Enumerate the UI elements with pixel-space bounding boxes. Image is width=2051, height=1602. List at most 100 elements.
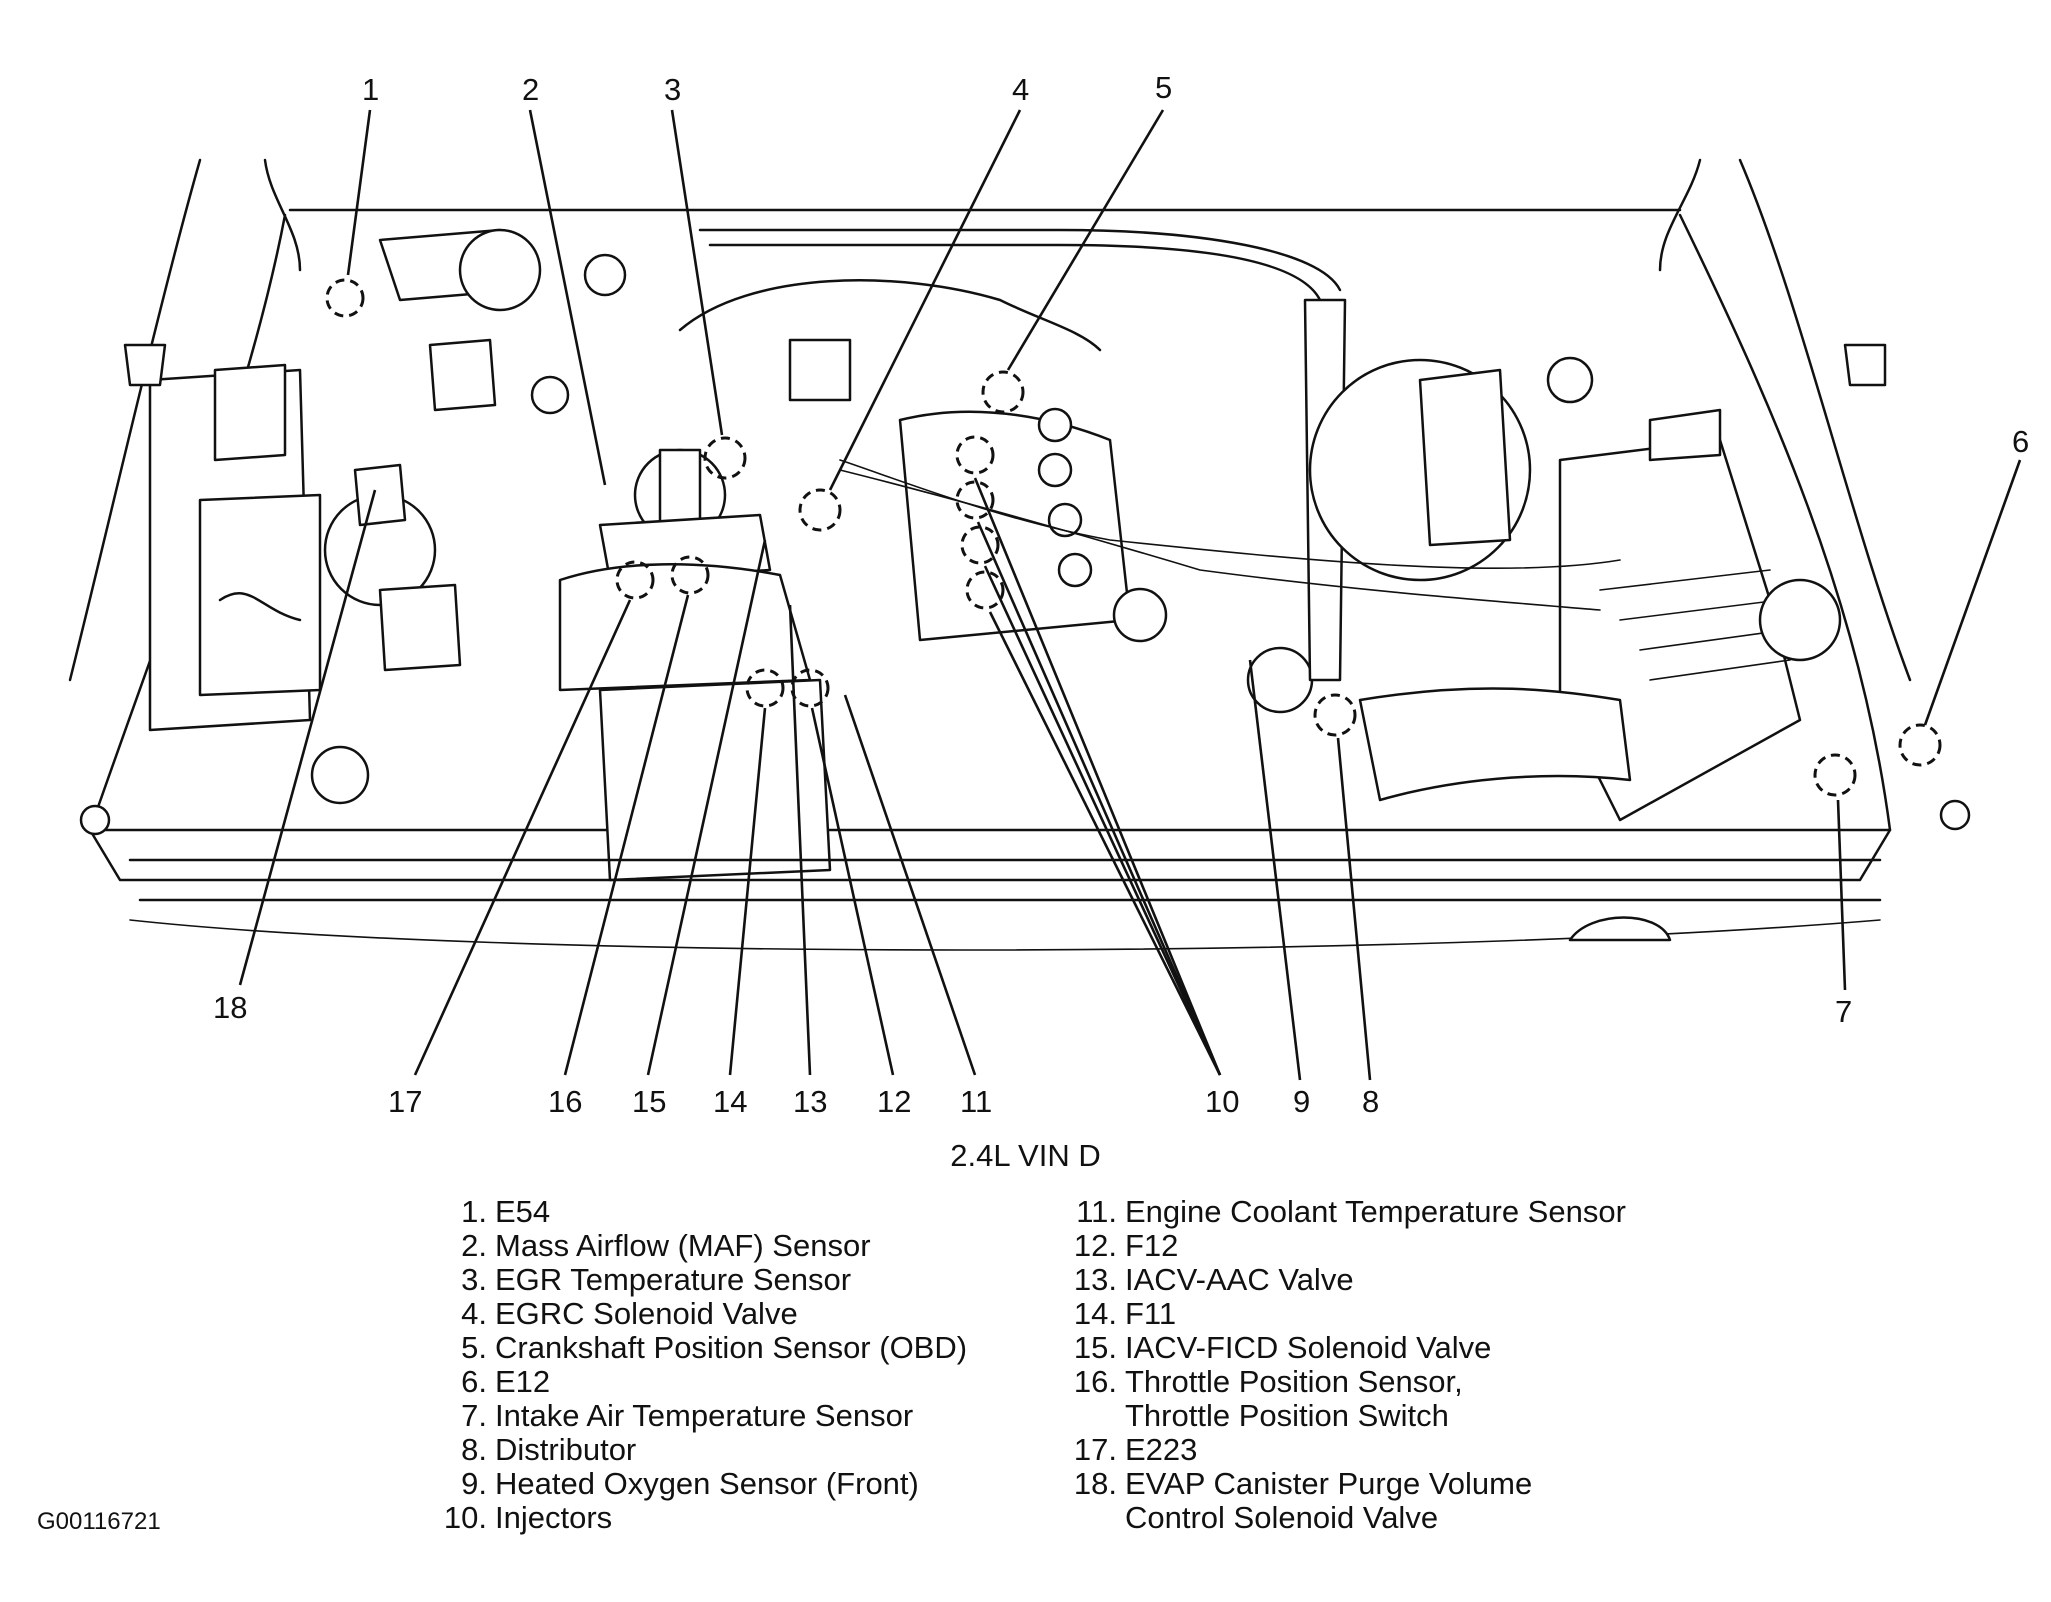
- legend-label: EGRC Solenoid Valve: [495, 1296, 798, 1331]
- legend-number: 16.: [1073, 1364, 1117, 1399]
- image-code: G00116721: [37, 1508, 161, 1535]
- legend-number: 7.: [461, 1398, 487, 1433]
- marker-6: [1898, 723, 1942, 767]
- callout-2: 2: [522, 72, 539, 107]
- legend-number: 10.: [443, 1500, 487, 1535]
- legend-label: Throttle Position Switch: [1125, 1398, 1449, 1433]
- callout-5: 5: [1155, 70, 1172, 105]
- legend-item: 12.F12: [1067, 1229, 1626, 1263]
- marker-7: [1813, 753, 1857, 797]
- legend-label: E223: [1125, 1432, 1198, 1467]
- legend-label: E12: [495, 1364, 551, 1399]
- legend-label: EVAP Canister Purge Volume: [1125, 1466, 1533, 1501]
- marker-12: [790, 668, 830, 708]
- callout-10: 10: [1205, 1084, 1239, 1119]
- legend-right: 11.Engine Coolant Temperature Sensor 12.…: [1067, 1195, 1626, 1535]
- legend-number: 4.: [461, 1296, 487, 1331]
- legend-number: 13.: [1073, 1262, 1117, 1297]
- callout-11: 11: [960, 1084, 992, 1119]
- legend-number: [1067, 1399, 1117, 1433]
- legend-item: 9.Heated Oxygen Sensor (Front): [437, 1467, 967, 1501]
- legend-number: 3.: [461, 1262, 487, 1297]
- diagram-caption: 2.4L VIN D: [950, 1138, 1101, 1173]
- marker-16: [670, 555, 710, 595]
- legend-label: IACV-FICD Solenoid Valve: [1125, 1330, 1492, 1365]
- marker-14: [745, 668, 785, 708]
- marker-5: [981, 370, 1025, 414]
- marker-10a: [955, 435, 995, 475]
- legend-item: 10.Injectors: [437, 1501, 967, 1535]
- legend-number: 9.: [461, 1466, 487, 1501]
- legend-number: 8.: [461, 1432, 487, 1467]
- legend-item: 17.E223: [1067, 1433, 1626, 1467]
- engine-compartment-artwork: [68, 158, 1971, 951]
- callout-markers: [325, 278, 1942, 797]
- legend-item-continued: Throttle Position Switch: [1067, 1399, 1626, 1433]
- marker-4: [798, 488, 842, 532]
- legend-item: 1.E54: [437, 1195, 967, 1229]
- callout-13: 13: [793, 1084, 827, 1119]
- marker-3: [703, 436, 747, 480]
- callout-numbers: 1 2 3 4 5 6 7 8 9 10 11 12 13 14 15 16 1…: [213, 70, 2029, 1119]
- callout-15: 15: [632, 1084, 666, 1119]
- legend-label: Mass Airflow (MAF) Sensor: [495, 1228, 871, 1263]
- legend-item: 15.IACV-FICD Solenoid Valve: [1067, 1331, 1626, 1365]
- legend-label: Crankshaft Position Sensor (OBD): [495, 1330, 968, 1365]
- callout-1: 1: [362, 72, 379, 107]
- marker-17: [615, 560, 655, 600]
- legend-label: IACV-AAC Valve: [1125, 1262, 1354, 1297]
- legend-left: 1.E54 2.Mass Airflow (MAF) Sensor 3.EGR …: [437, 1195, 967, 1535]
- legend-number: 2.: [461, 1228, 487, 1263]
- legend-label: Heated Oxygen Sensor (Front): [495, 1466, 919, 1501]
- legend-item: 6.E12: [437, 1365, 967, 1399]
- legend-item: 5.Crankshaft Position Sensor (OBD): [437, 1331, 967, 1365]
- callout-3: 3: [664, 72, 681, 107]
- legend-item: 11.Engine Coolant Temperature Sensor: [1067, 1195, 1626, 1229]
- legend-number: 5.: [461, 1330, 487, 1365]
- legend-item: 4.EGRC Solenoid Valve: [437, 1297, 967, 1331]
- legend-label: E54: [495, 1194, 551, 1229]
- legend-number: 6.: [461, 1364, 487, 1399]
- legend-item: 2.Mass Airflow (MAF) Sensor: [437, 1229, 967, 1263]
- legend-label: Engine Coolant Temperature Sensor: [1125, 1194, 1626, 1229]
- legend-number: 12.: [1073, 1228, 1117, 1263]
- callout-16: 16: [548, 1084, 582, 1119]
- marker-1: [325, 278, 365, 318]
- legend-item: 13.IACV-AAC Valve: [1067, 1263, 1626, 1297]
- legend-item: 16.Throttle Position Sensor,: [1067, 1365, 1626, 1399]
- legend-label: Control Solenoid Valve: [1125, 1500, 1439, 1535]
- leader-lines: [238, 109, 2022, 1081]
- callout-18: 18: [213, 990, 247, 1025]
- callout-6: 6: [2012, 424, 2029, 459]
- legend-item: 8.Distributor: [437, 1433, 967, 1467]
- legend-label: F11: [1125, 1296, 1177, 1331]
- callout-4: 4: [1012, 72, 1029, 107]
- legend-label: Injectors: [495, 1500, 613, 1535]
- legend-number: 1.: [461, 1194, 487, 1229]
- legend-number: 15.: [1073, 1330, 1117, 1365]
- legend-item: 18.EVAP Canister Purge Volume: [1067, 1467, 1626, 1501]
- legend-number: 11.: [1076, 1194, 1117, 1229]
- legend-label: EGR Temperature Sensor: [495, 1262, 852, 1297]
- legend-item: 3.EGR Temperature Sensor: [437, 1263, 967, 1297]
- callout-9: 9: [1293, 1084, 1310, 1119]
- callout-17: 17: [388, 1084, 422, 1119]
- marker-10c: [960, 525, 1000, 565]
- callout-14: 14: [713, 1084, 747, 1119]
- legend-number: 14.: [1073, 1296, 1117, 1331]
- legend-label: Distributor: [495, 1432, 637, 1467]
- marker-8: [1313, 693, 1357, 737]
- legend-label: Throttle Position Sensor,: [1125, 1364, 1463, 1399]
- legend-label: F12: [1125, 1228, 1179, 1263]
- callout-8: 8: [1362, 1084, 1379, 1119]
- callout-7: 7: [1835, 994, 1852, 1029]
- legend-number: 18.: [1073, 1466, 1117, 1501]
- legend-label: Intake Air Temperature Sensor: [495, 1398, 914, 1433]
- callout-12: 12: [877, 1084, 911, 1119]
- marker-10b: [955, 480, 995, 520]
- legend-number: 17.: [1073, 1432, 1117, 1467]
- legend-number: [1067, 1501, 1117, 1535]
- legend-item-continued: Control Solenoid Valve: [1067, 1501, 1626, 1535]
- legend-item: 14.F11: [1067, 1297, 1626, 1331]
